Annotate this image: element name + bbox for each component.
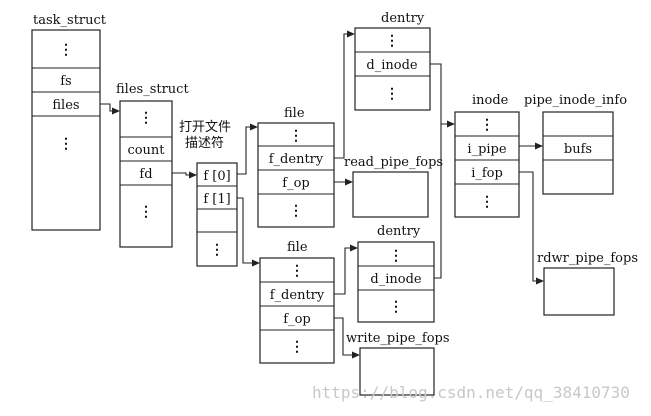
dentry-top-cell-top: ⋮ (385, 33, 399, 49)
files-struct-box (119, 100, 173, 248)
task-struct-cell-bottom: ⋮ (59, 136, 73, 152)
arrow-fd-to-fd-array (172, 171, 197, 179)
file-write-cell-f-op: f_op (283, 312, 310, 327)
read-pipe-fops-node: read_pipe_fops (344, 155, 443, 218)
file-read-cell-top: ⋮ (289, 128, 303, 144)
read-pipe-fops-box (352, 171, 429, 218)
inode-node: inode ⋮ i_pipe i_fop ⋮ (454, 93, 520, 218)
file-read-cell-f-op: f_op (282, 176, 309, 191)
files-struct-node: files_struct ⋮ count fd ⋮ (116, 82, 189, 248)
write-pipe-fops-node: write_pipe_fops (346, 331, 450, 396)
files-struct-cell-top: ⋮ (139, 110, 153, 126)
inode-cell-i-pipe: i_pipe (467, 142, 506, 157)
write-pipe-fops-box (359, 347, 435, 396)
file-write-cell-f-dentry: f_dentry (270, 288, 325, 303)
task-struct-node: task_struct ⋮ fs files ⋮ (31, 13, 107, 231)
dentry-top-cell-d-inode: d_inode (366, 58, 418, 73)
dentry-top-title: dentry (381, 11, 425, 26)
file-read-title: file (284, 106, 305, 121)
rdwr-pipe-fops-node: rdwr_pipe_fops (537, 251, 638, 316)
fd-array-cell-bottom: ⋮ (210, 242, 224, 258)
dentry-bottom-cell-d-inode: d_inode (370, 272, 422, 287)
file-write-cell-top: ⋮ (290, 263, 304, 279)
arrow-file-write-to-write-pipe-fops (334, 317, 360, 359)
open-fd-note-line2: 描述符 (185, 135, 224, 151)
arrow-dentry-bottom-to-inode (434, 124, 442, 279)
pipe-inode-info-cell-bufs: bufs (564, 142, 592, 157)
pipe-inode-info-box (542, 111, 614, 195)
open-fd-note: 打开文件 描述符 (179, 120, 231, 151)
files-struct-cell-count: count (127, 143, 165, 158)
fd-array-cell-f0: f [0] (203, 169, 230, 184)
pipe-inode-info-title: pipe_inode_info (524, 93, 627, 108)
task-struct-box (31, 29, 101, 231)
arrow-file-write-to-dentry-bottom (334, 244, 358, 295)
inode-title: inode (472, 93, 509, 108)
arrow-i-fop-to-rdwr-pipe-fops (519, 171, 544, 285)
pipe-inode-info-node: pipe_inode_info bufs (524, 93, 627, 195)
write-pipe-fops-title: write_pipe_fops (346, 331, 450, 346)
rdwr-pipe-fops-box (543, 267, 615, 316)
file-read-cell-bottom: ⋮ (289, 203, 303, 219)
inode-cell-i-fop: i_fop (471, 166, 503, 181)
file-write-title: file (287, 240, 308, 255)
file-read-node: file ⋮ f_dentry f_op ⋮ (257, 106, 335, 228)
arrow-files-to-files-struct (100, 103, 120, 115)
read-pipe-fops-title: read_pipe_fops (344, 155, 443, 170)
inode-cell-bottom: ⋮ (480, 194, 494, 210)
open-fd-note-line1: 打开文件 (179, 120, 231, 135)
task-struct-title: task_struct (33, 13, 107, 28)
dentry-bottom-title: dentry (377, 224, 421, 239)
fd-array-cell-f1: f [1] (203, 192, 230, 207)
task-struct-cell-files: files (52, 98, 79, 113)
dentry-bottom-cell-bottom: ⋮ (389, 299, 403, 315)
task-struct-cell-fs: fs (60, 74, 71, 89)
arrow-dentry-top-to-inode (430, 63, 455, 128)
arrow-f0-to-file-read (237, 123, 258, 175)
task-struct-cell-top: ⋮ (59, 42, 73, 58)
arrow-file-read-to-dentry-top (334, 30, 355, 159)
file-read-cell-f-dentry: f_dentry (269, 152, 324, 167)
dentry-bottom-node: dentry ⋮ d_inode ⋮ (357, 224, 435, 323)
fd-array-box (196, 162, 238, 267)
file-read-box (257, 122, 335, 228)
watermark-text: https://blog.csdn.net/qq_38410730 (312, 383, 630, 402)
file-write-box (259, 257, 335, 364)
dentry-top-box (354, 27, 431, 111)
files-struct-cell-fd: fd (139, 167, 152, 182)
rdwr-pipe-fops-title: rdwr_pipe_fops (537, 251, 638, 266)
arrow-f1-to-file-write (237, 197, 260, 267)
dentry-top-cell-bottom: ⋮ (385, 86, 399, 102)
file-write-node: file ⋮ f_dentry f_op ⋮ (259, 240, 335, 364)
file-write-cell-bottom: ⋮ (290, 339, 304, 355)
dentry-bottom-box (357, 241, 435, 323)
files-struct-cell-bottom: ⋮ (139, 204, 153, 220)
connectors (100, 30, 544, 359)
inode-box (454, 111, 520, 218)
dentry-bottom-cell-top: ⋮ (389, 248, 403, 264)
dentry-top-node: dentry ⋮ d_inode ⋮ (354, 11, 431, 111)
inode-cell-top: ⋮ (480, 117, 494, 133)
fd-array-node: f [0] f [1] ⋮ (196, 162, 238, 267)
files-struct-title: files_struct (116, 82, 189, 97)
